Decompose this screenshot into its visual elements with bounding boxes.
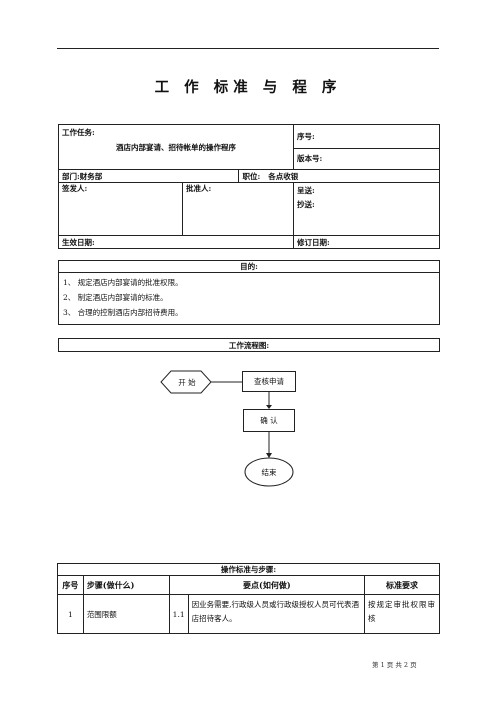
row-sub: 1.1	[168, 594, 189, 634]
review-step-label: 查核申请	[254, 377, 284, 386]
position-label: 职位:	[242, 171, 261, 181]
confirm-step-label: 确 认	[260, 416, 278, 425]
purpose-table: 目的: 1、 规定酒店内部宴请的批准权限。 2、 制定酒店内部宴请的标准。 3、…	[58, 260, 440, 325]
row-point: 因业务需要,行政级人员或行政级授权人员可代表酒店招待客人。	[187, 594, 365, 634]
confirm-step-box: 确 认	[243, 409, 295, 432]
end-terminator-shape	[244, 457, 294, 487]
review-step-box: 查核申请	[242, 371, 296, 392]
task-cell: 工作任务: 酒店内部宴请、招待帐单的操作程序	[58, 124, 294, 170]
col-header-step: 步骤(做什么)	[82, 575, 170, 595]
purpose-item: 1、 规定酒店内部宴请的批准权限。	[63, 278, 183, 287]
info-table: 工作任务: 酒店内部宴请、招待帐单的操作程序 序号: 版本号: 部门:财务部 职…	[58, 124, 440, 249]
arrow-head	[266, 453, 272, 458]
submit-label: 呈送:	[297, 186, 315, 195]
flow-heading: 工作流程图:	[58, 338, 440, 352]
purpose-list: 1、 规定酒店内部宴请的批准权限。 2、 制定酒店内部宴请的标准。 3、 合理的…	[58, 272, 440, 325]
revise-label: 修订日期:	[293, 235, 440, 249]
flow-heading-table: 工作流程图:	[58, 338, 440, 352]
row-no: 1	[57, 594, 84, 634]
row-step: 范围限额	[82, 594, 170, 634]
approver-label: 批准人:	[182, 182, 294, 236]
page-title: 工 作 标准 与 程 序	[154, 79, 342, 96]
header-rule	[57, 48, 439, 49]
purpose-item: 2、 制定酒店内部宴请的标准。	[63, 293, 168, 302]
serial-label: 序号:	[293, 124, 440, 149]
steps-heading: 操作标准与步骤:	[57, 563, 440, 576]
task-label: 工作任务:	[62, 128, 95, 137]
col-header-no: 序号	[57, 575, 84, 595]
row-standard: 按规定审批权限审核	[363, 594, 441, 634]
effective-label: 生效日期:	[58, 235, 294, 249]
table-row: 1 范围限额 1.1 因业务需要,行政级人员或行政级授权人员可代表酒店招待客人。…	[57, 594, 441, 634]
end-label: 结束	[261, 468, 277, 477]
cc-label: 抄送:	[297, 200, 315, 209]
col-header-standard: 标准要求	[363, 575, 441, 595]
start-label: 开 始	[178, 378, 196, 387]
position-value: 各点收银	[268, 171, 299, 181]
page-number: 第 1 页 共 2 页	[372, 661, 417, 669]
steps-table: 操作标准与步骤: 序号 步骤(做什么) 要点(如何做) 标准要求 1 范围限额 …	[57, 563, 441, 634]
col-header-point: 要点(如何做)	[168, 575, 365, 595]
start-terminator-shape	[160, 370, 212, 394]
arrow-head	[266, 405, 272, 409]
task-value: 酒店内部宴请、招待帐单的操作程序	[116, 143, 236, 152]
version-label: 版本号:	[293, 147, 440, 171]
purpose-item: 3、 合理的控制酒店内部招待费用。	[63, 308, 183, 317]
